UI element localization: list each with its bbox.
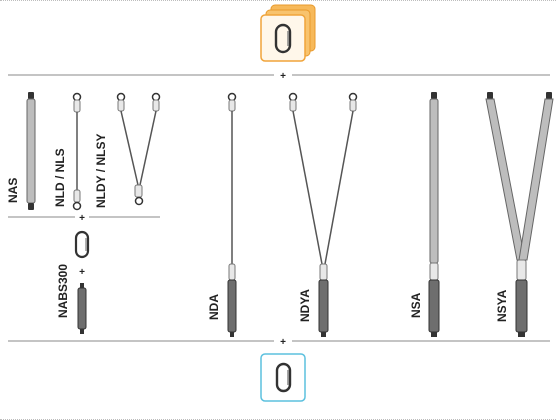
lanyard-nsa bbox=[428, 92, 440, 337]
label-nabs300: NABS300 bbox=[56, 264, 70, 318]
label-nas: NAS bbox=[6, 178, 20, 203]
label-ndya: NDYA bbox=[298, 289, 312, 322]
lanyard-ndya bbox=[288, 92, 358, 337]
label-nld-nls: NLD / NLS bbox=[53, 148, 67, 207]
left-sub-separator: + bbox=[8, 213, 160, 224]
plus-sign: + bbox=[280, 337, 286, 348]
lanyard-nas bbox=[26, 92, 36, 210]
label-nda: NDA bbox=[207, 294, 221, 320]
top-connector-icon bbox=[260, 4, 316, 62]
lanyard-nsya bbox=[485, 92, 554, 337]
bottom-connector-icon bbox=[260, 353, 306, 402]
lanyard-nabs300: + bbox=[74, 230, 90, 334]
lanyard-nld-nls bbox=[72, 92, 82, 211]
plus-sign: + bbox=[280, 71, 286, 82]
label-nsya: NSYA bbox=[495, 289, 509, 322]
carabiner-icon bbox=[274, 23, 292, 54]
top-separator: + bbox=[8, 71, 550, 82]
lanyard-nldy-nlsy bbox=[116, 92, 161, 206]
carabiner-icon bbox=[275, 362, 292, 393]
bottom-separator: + bbox=[8, 337, 550, 348]
lanyard-nda bbox=[227, 92, 237, 337]
plus-sign: + bbox=[79, 213, 85, 224]
carabiner-icon bbox=[74, 230, 90, 259]
plus-sign: + bbox=[79, 267, 85, 278]
label-nldy-nlsy: NLDY / NLSY bbox=[94, 134, 108, 208]
label-nsa: NSA bbox=[409, 292, 423, 318]
